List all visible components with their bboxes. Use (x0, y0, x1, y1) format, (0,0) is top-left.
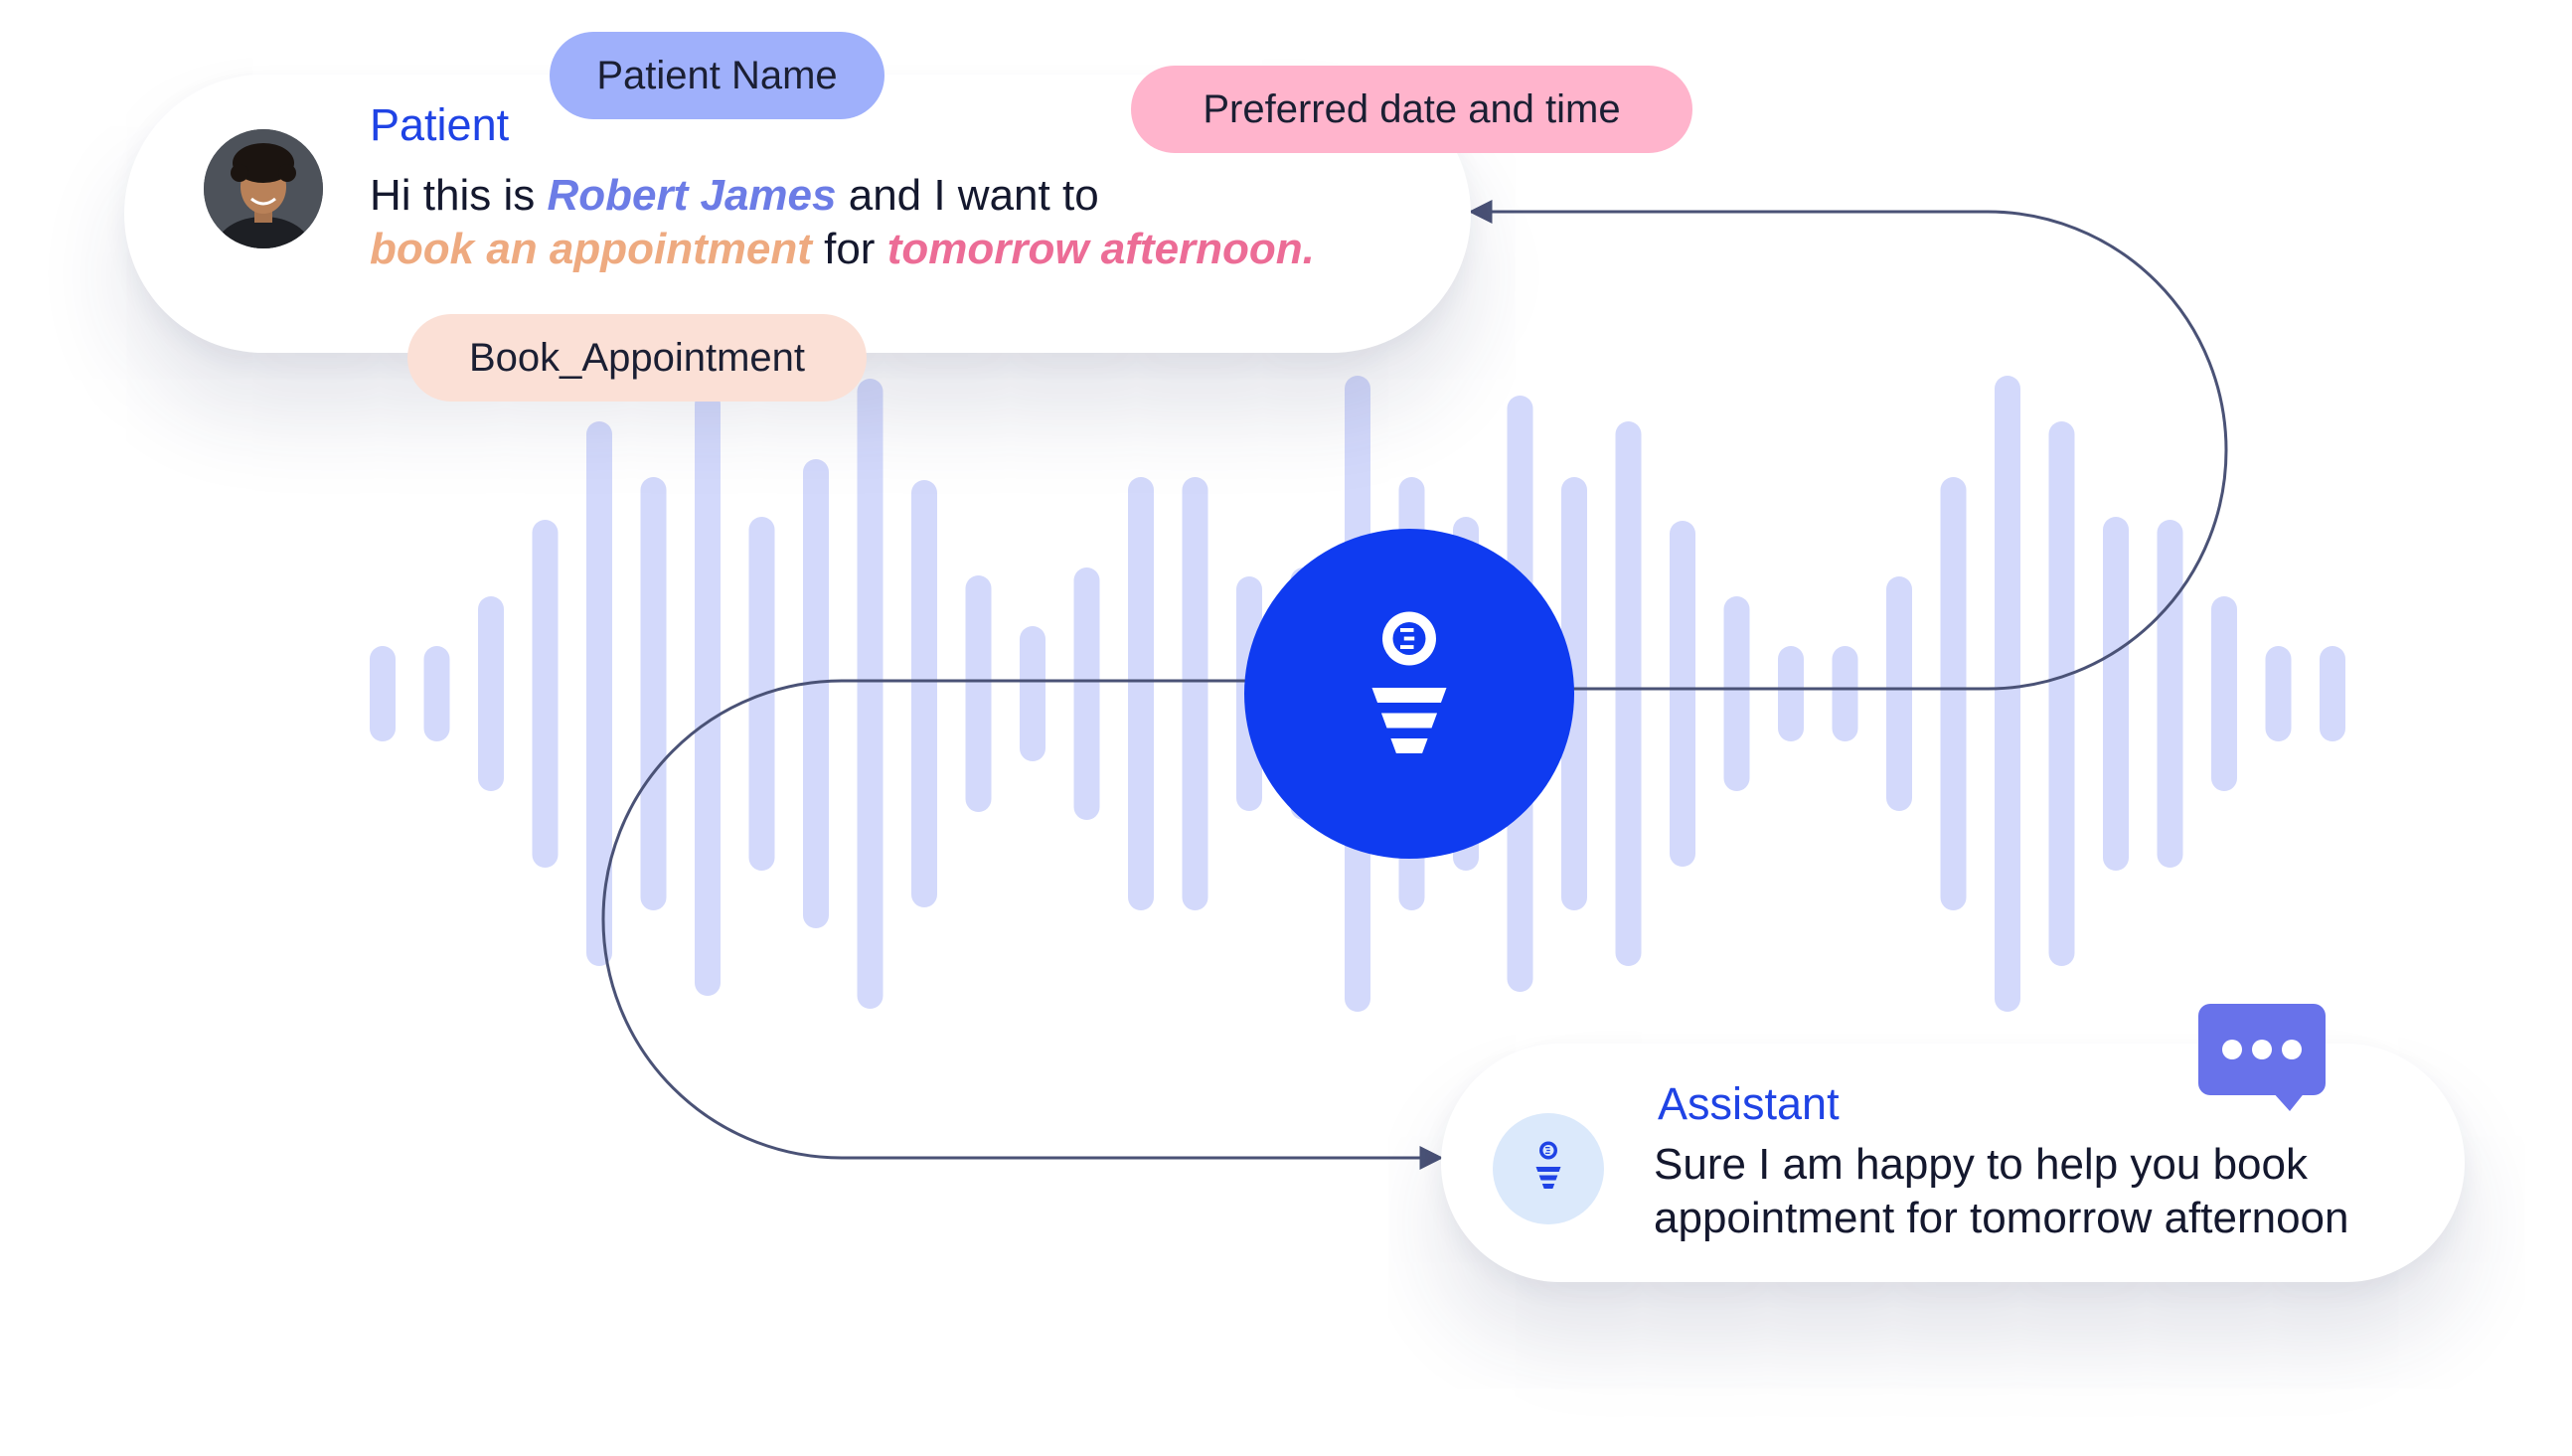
assistant-speaker-label: Assistant (1658, 1078, 1840, 1129)
highlight-intent: book an appointment (370, 225, 812, 273)
tag-book-appointment: Book_Appointment (407, 314, 867, 402)
waveform-bar (1995, 376, 2020, 1012)
waveform-bar (1886, 576, 1912, 811)
waveform-bar (2320, 646, 2345, 741)
waveform-bar (857, 379, 884, 1009)
connector-line-to-assistant (601, 679, 1444, 1170)
waveform-bar (2265, 646, 2292, 741)
waveform-bar (370, 646, 396, 741)
message-text: and I want to (836, 171, 1099, 220)
connector-line-to-patient (1468, 200, 2228, 691)
waveform-bar (695, 392, 721, 996)
waveform-bar (2048, 421, 2075, 966)
waveform-bar (2103, 517, 2129, 871)
waveform-bar (1832, 646, 1858, 741)
waveform-bar (2211, 596, 2237, 791)
waveform-bar (911, 480, 937, 907)
voice-waveform (370, 376, 2345, 1012)
waveform-bar (1615, 421, 1642, 966)
assistant-logo-icon (1493, 1113, 1604, 1224)
tag-patient-name: Patient Name (550, 32, 884, 119)
waveform-bar (1723, 596, 1750, 791)
brand-logo-icon (1244, 529, 1574, 859)
chat-bubble-icon (2198, 1004, 2326, 1115)
patient-message-text: Hi this is Robert James and I want to boo… (370, 169, 1463, 276)
waveform-bar (423, 646, 450, 741)
waveform-bar (1020, 626, 1045, 761)
waveform-bar (2157, 520, 2183, 868)
waveform-bar (1128, 477, 1154, 910)
message-text: Hi this is (370, 171, 548, 220)
highlight-patient-name: Robert James (547, 171, 837, 220)
waveform-bar (803, 459, 829, 928)
waveform-bar (965, 575, 992, 812)
tag-preferred-date-time: Preferred date and time (1131, 66, 1692, 153)
waveform-bar (1940, 477, 1967, 910)
assistant-message-text: Sure I am happy to help you book appoint… (1654, 1140, 2349, 1242)
highlight-preferred-time: tomorrow afternoon. (886, 225, 1315, 273)
waveform-bar (478, 596, 504, 791)
message-text: for (811, 225, 887, 273)
waveform-bar (586, 421, 612, 966)
waveform-bar (1670, 521, 1695, 867)
patient-speaker-label: Patient (370, 99, 510, 150)
waveform-bar (1778, 646, 1804, 741)
waveform-bar (532, 520, 559, 868)
waveform-bar (1182, 477, 1208, 910)
waveform-bar (1073, 567, 1100, 820)
waveform-bar (640, 477, 667, 910)
user-avatar-icon (204, 129, 323, 248)
